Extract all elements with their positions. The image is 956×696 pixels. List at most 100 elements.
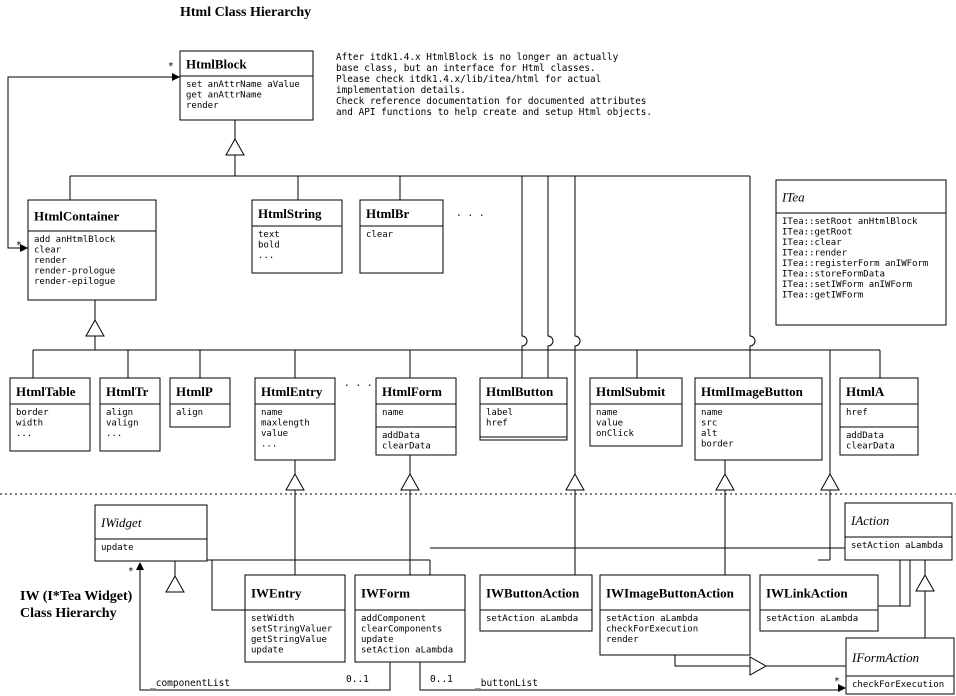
class-box-frame bbox=[94, 504, 208, 562]
class-member: clear bbox=[34, 246, 62, 256]
generalization-triangle-htmla bbox=[820, 472, 840, 491]
class-member: maxlength bbox=[261, 419, 310, 429]
class-member: clear bbox=[366, 230, 394, 240]
class-member: render bbox=[186, 101, 219, 111]
iw-title-line1: IW (I*Tea Widget) bbox=[20, 589, 133, 604]
generalization-triangle-htmlcontainer bbox=[85, 318, 105, 337]
class-member: value bbox=[596, 419, 623, 429]
generalization-triangle-htmlentry bbox=[285, 472, 305, 491]
arrow-head bbox=[838, 684, 846, 692]
class-box-frame bbox=[99, 377, 161, 452]
class-member: setWidth bbox=[251, 614, 294, 624]
class-box-frame bbox=[479, 377, 568, 441]
class-member: label bbox=[486, 408, 513, 418]
class-box-frame bbox=[27, 199, 157, 301]
class-name: HtmlButton bbox=[486, 384, 554, 399]
multiplicity-component-list: 0..1 bbox=[346, 674, 369, 685]
class-name: HtmlSubmit bbox=[596, 384, 666, 399]
class-box-frame bbox=[589, 377, 683, 447]
class-member: align bbox=[176, 408, 203, 418]
class-name: HtmlTable bbox=[16, 384, 76, 399]
connector bbox=[674, 655, 750, 667]
class-member: href bbox=[486, 419, 508, 429]
class-member: getStringValue bbox=[251, 635, 327, 645]
class-box-frame bbox=[9, 377, 91, 452]
class-member: render bbox=[34, 256, 67, 266]
class-member: clearData bbox=[846, 442, 895, 452]
arrow-head bbox=[172, 73, 180, 81]
generalization-triangle-iformaction bbox=[749, 656, 768, 676]
class-member: update bbox=[101, 543, 134, 553]
class-member: render bbox=[606, 635, 639, 645]
class-box-frame bbox=[179, 50, 314, 121]
class-name: HtmlForm bbox=[382, 384, 442, 399]
class-member: name bbox=[261, 408, 283, 418]
class-name: ITea bbox=[781, 190, 805, 205]
class-member: setAction aLambda bbox=[486, 614, 578, 624]
class-name: IAction bbox=[850, 513, 889, 528]
class-box-frame bbox=[839, 377, 919, 456]
class-member: border bbox=[701, 440, 734, 450]
arrow-head bbox=[20, 244, 28, 252]
generalization-triangle-htmlimagebutton bbox=[715, 472, 735, 491]
class-box-frame bbox=[251, 199, 343, 274]
class-member: ITea::storeFormData bbox=[782, 270, 885, 280]
class-box-iwentry: IWEntrysetWidthsetStringValuergetStringV… bbox=[244, 574, 346, 663]
class-name: HtmlA bbox=[846, 384, 885, 399]
class-box-frame bbox=[479, 574, 593, 632]
class-member: src bbox=[701, 419, 717, 429]
class-member: addData bbox=[382, 431, 420, 441]
class-member: checkForExecution bbox=[606, 625, 698, 635]
note-line-1: After itdk1.4.x HtmlBlock is no longer a… bbox=[336, 52, 619, 63]
class-box-frame bbox=[599, 574, 751, 656]
class-member: render-prologue bbox=[34, 267, 115, 277]
connectors bbox=[0, 73, 956, 692]
class-member: name bbox=[382, 408, 404, 418]
class-member: align bbox=[106, 408, 133, 418]
generalization-triangle-htmlblock bbox=[225, 137, 245, 156]
class-box-frame bbox=[254, 377, 336, 461]
class-member: render-epilogue bbox=[34, 277, 115, 287]
multiplicity-star-top: * bbox=[168, 61, 174, 72]
class-member: width bbox=[16, 419, 43, 429]
iw-title-line2: Class Hierarchy bbox=[20, 606, 117, 621]
button-list-label: _buttonList bbox=[475, 678, 538, 689]
connector bbox=[211, 560, 245, 611]
connector-button-list bbox=[419, 662, 840, 691]
class-name: HtmlBlock bbox=[186, 57, 247, 72]
class-member: update bbox=[251, 646, 284, 656]
class-box-frame bbox=[844, 502, 953, 561]
class-name: IWidget bbox=[100, 515, 142, 530]
class-box-html-table: HtmlTable borderwidth... bbox=[9, 377, 91, 452]
class-member: ... bbox=[261, 440, 277, 450]
class-member: border bbox=[16, 408, 49, 418]
class-member: bold bbox=[258, 241, 280, 251]
note-line-3: Please check itdk1.4.x/lib/itea/html for… bbox=[336, 74, 601, 85]
generalization-triangle-iaction bbox=[915, 573, 935, 592]
note-line-4: implementation details. bbox=[336, 85, 466, 96]
class-box-frame bbox=[759, 574, 879, 632]
component-list-label: _componentList bbox=[150, 678, 230, 689]
class-member: alt bbox=[701, 429, 717, 439]
class-member: ... bbox=[16, 429, 32, 439]
class-member: addComponent bbox=[361, 614, 426, 624]
ellipsis-mid: . . . bbox=[344, 378, 373, 389]
class-member: name bbox=[701, 408, 723, 418]
class-box-frame bbox=[359, 199, 444, 274]
class-member: onClick bbox=[596, 429, 635, 439]
class-box-frame bbox=[244, 574, 346, 663]
class-member: ITea::registerForm anIWForm bbox=[782, 259, 928, 269]
